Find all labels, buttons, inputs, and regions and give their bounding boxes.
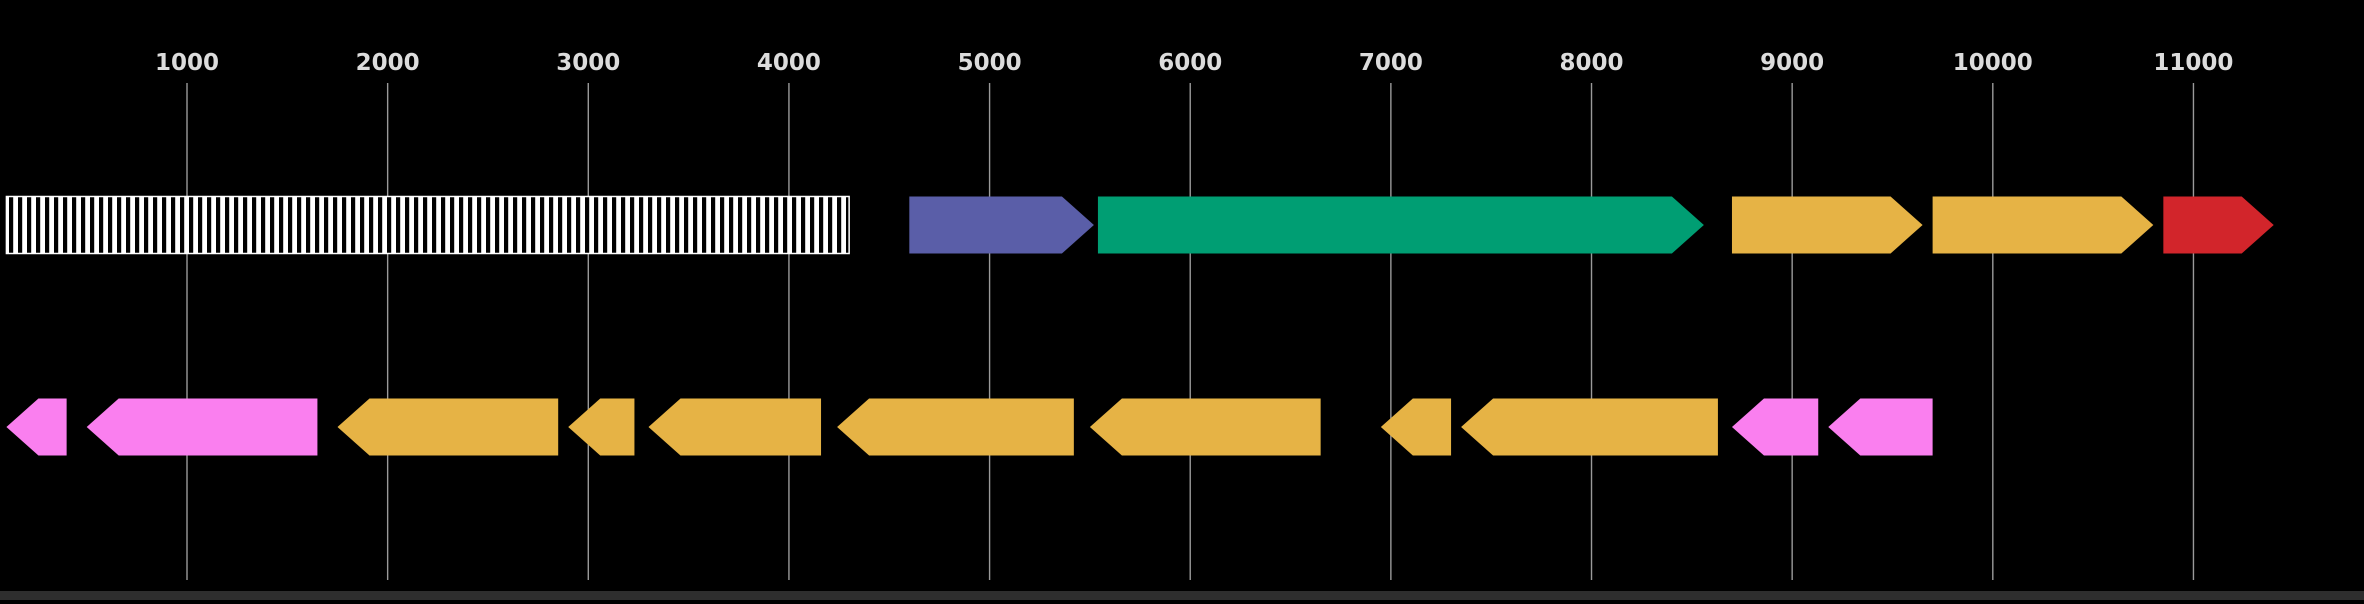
gene-arrow xyxy=(1380,398,1452,456)
axis-tick-label: 10000 xyxy=(1953,50,2033,76)
grid-layer xyxy=(186,83,2195,580)
gene-arrow xyxy=(6,398,67,456)
gene-arrow xyxy=(648,398,822,456)
axis-tick-label: 4000 xyxy=(757,50,821,76)
axis-tick-label: 2000 xyxy=(356,50,420,76)
gene-arrow xyxy=(1731,398,1819,456)
axis-tick-label: 9000 xyxy=(1760,50,1824,76)
axis-tick-label: 8000 xyxy=(1560,50,1624,76)
gene-arrow xyxy=(2163,196,2274,254)
axis-tick-label: 5000 xyxy=(958,50,1022,76)
gene-arrow xyxy=(1828,398,1933,456)
gene-arrow xyxy=(568,398,635,456)
axis-tick-label: 6000 xyxy=(1158,50,1222,76)
gene-arrow xyxy=(1089,398,1321,456)
axis-tick-label: 7000 xyxy=(1359,50,1423,76)
axis-ruler: 1000 2000 3000 4000 5000 6000 7000 8000 9000 1000… xyxy=(155,50,2233,76)
gene-arrow xyxy=(837,398,1074,456)
gene-arrow xyxy=(1097,196,1704,254)
hatched-region xyxy=(5,195,850,255)
axis-tick-label: 11000 xyxy=(2153,50,2233,76)
gene-arrow xyxy=(1731,196,1923,254)
gene-arrow xyxy=(1932,196,2154,254)
gene-arrow xyxy=(1461,398,1718,456)
axis-tick-label: 3000 xyxy=(556,50,620,76)
gene-arrow xyxy=(909,196,1094,254)
feature-layer xyxy=(5,195,2274,456)
bottom-bar xyxy=(0,591,2364,600)
gene-arrow xyxy=(337,398,559,456)
gene-arrow xyxy=(86,398,318,456)
axis-tick-label: 1000 xyxy=(155,50,219,76)
